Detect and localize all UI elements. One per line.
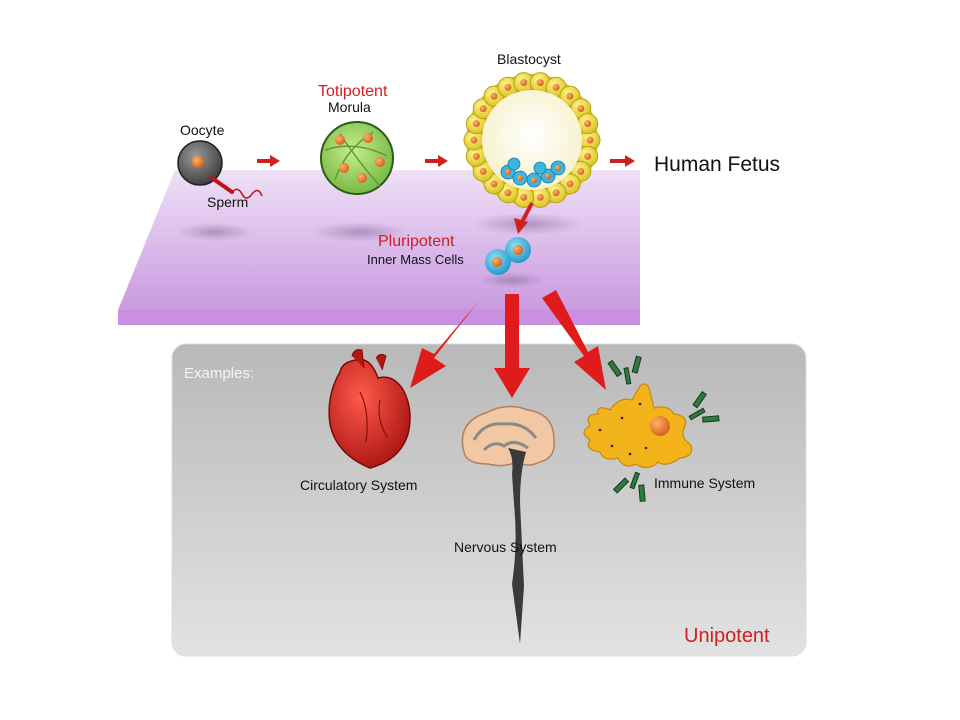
trophoblast-nucleus [520,193,528,201]
blastocyst-icon [463,72,601,208]
trophoblast-nucleus [584,120,592,128]
trophoblast-nucleus [504,83,512,91]
immune-label: Immune System [654,475,755,491]
morula-icon [320,121,394,195]
trophoblast-nucleus [586,136,594,144]
oocyte-label: Oocyte [180,122,225,138]
trophoblast-nucleus [566,92,574,100]
differentiation-arrows [410,290,606,398]
trophoblast-nucleus [552,83,560,91]
trophoblast-nucleus [566,180,574,188]
trophoblast-nucleus [552,189,560,197]
trophoblast-nucleus [577,167,585,175]
circulatory-label: Circulatory System [300,477,417,493]
antibodies [607,355,720,502]
morula-label: Morula [328,99,371,115]
oocyte-icon [177,140,263,199]
brain-icon [461,405,555,644]
trophoblast-nucleus [490,180,498,188]
trophoblast-nucleus [584,152,592,160]
down-arrow-icon [514,202,534,234]
trophoblast-nucleus [577,105,585,113]
right-arrow-icon [425,155,448,167]
antibody-icon [612,471,646,502]
down-arrow-icon [410,292,478,388]
trophoblast-nucleus [470,136,478,144]
down-arrow-icon [494,294,530,398]
trophoblast-nucleus [479,105,487,113]
nervous-label: Nervous System [454,539,557,555]
pluripotent-label: Pluripotent [378,233,455,250]
unipotent-label: Unipotent [684,625,770,647]
inner-mass-label: Inner Mass Cells [367,252,464,267]
examples-heading: Examples: [184,365,254,382]
trophoblast-nucleus [536,193,544,201]
right-arrow-icon [257,155,280,167]
down-arrow-icon [542,290,606,390]
human-fetus-label: Human Fetus [654,153,780,176]
heart-icon [328,349,411,469]
immune-cell-icon [583,383,693,469]
sperm-label: Sperm [207,194,248,210]
trophoblast-nucleus [479,167,487,175]
trophoblast-nucleus [490,92,498,100]
trophoblast-nucleus [472,152,480,160]
blastocyst-label: Blastocyst [497,51,561,67]
trophoblast-nucleus [536,79,544,87]
trophoblast-nucleus [472,120,480,128]
examples-panel [171,343,807,657]
antibody-icon [688,390,720,423]
trophoblast-nucleus [520,79,528,87]
totipotent-label: Totipotent [318,83,388,100]
inner-mass-cells-icon [485,237,531,275]
right-arrow-icon [610,155,635,167]
antibody-icon [607,355,642,385]
trophoblast-nucleus [504,189,512,197]
progression-arrows [257,155,635,234]
